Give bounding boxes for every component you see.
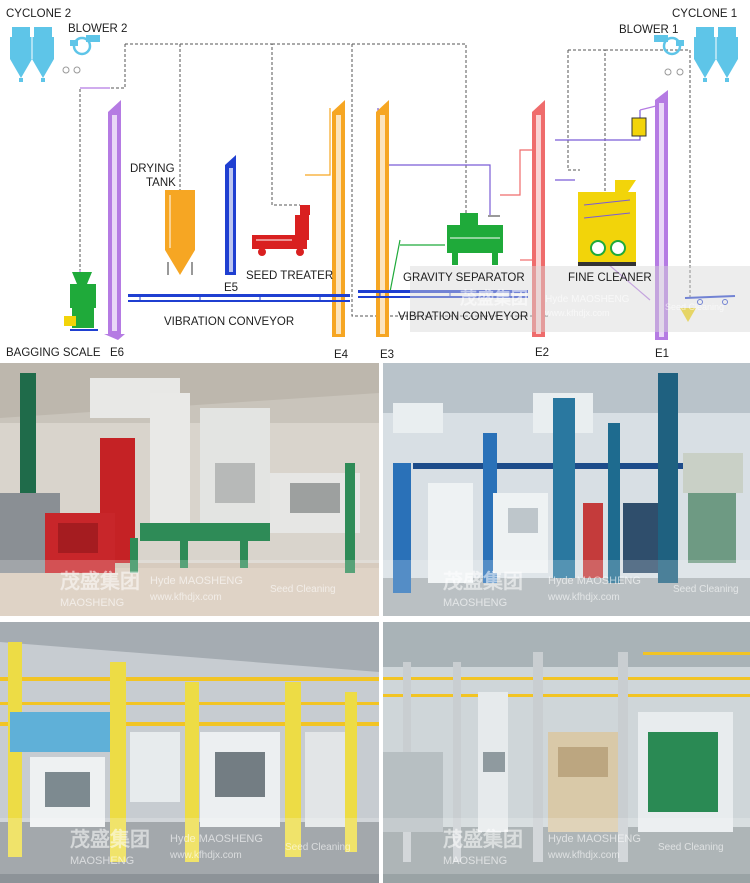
label-blower-1: BLOWER 1 [619, 24, 678, 36]
label-e6: E6 [110, 347, 124, 359]
photo-watermark-4: 茂盛集团 MAOSHENG Hyde MAOSHENG www.kfhdjx.c… [383, 818, 750, 874]
photo-watermark-1: 茂盛集团 MAOSHENG Hyde MAOSHENG www.kfhdjx.c… [0, 560, 379, 616]
svg-text:Seed Cleaning: Seed Cleaning [270, 584, 336, 595]
label-blower-2: BLOWER 2 [68, 23, 127, 35]
svg-text:www.kfhdjx.com: www.kfhdjx.com [169, 850, 242, 861]
label-cyclone-1: CYCLONE 1 [672, 8, 737, 20]
drying-tank [165, 190, 195, 275]
svg-text:www.kfhdjx.com: www.kfhdjx.com [547, 850, 620, 861]
svg-text:茂盛集团: 茂盛集团 [60, 569, 140, 593]
cyclone-1 [694, 27, 738, 82]
svg-text:www.kfhdjx.com: www.kfhdjx.com [544, 308, 610, 318]
svg-text:茂盛集团: 茂盛集团 [443, 569, 523, 593]
label-seed-treater: SEED TREATER [246, 270, 333, 282]
elevator-e4 [332, 100, 345, 337]
label-gravity-separator: GRAVITY SEPARATOR [403, 272, 525, 284]
svg-text:Seed Cleaning: Seed Cleaning [658, 842, 724, 853]
gravity-separator [447, 213, 503, 265]
blower-1 [654, 35, 684, 76]
elevator-e5 [225, 155, 236, 275]
svg-text:MAOSHENG: MAOSHENG [443, 855, 507, 867]
svg-text:茂盛集团: 茂盛集团 [70, 827, 150, 851]
svg-text:MAOSHENG: MAOSHENG [70, 855, 134, 867]
blower-2 [62, 35, 100, 74]
svg-text:Seed Cleaning: Seed Cleaning [673, 584, 739, 595]
elevator-e3 [376, 100, 389, 337]
fine-cleaner [578, 117, 647, 266]
photo-plant-1 [0, 363, 379, 616]
seed-treater [252, 205, 310, 256]
svg-text:茂盛集团: 茂盛集团 [460, 288, 528, 309]
label-drying-tank: DRYING [130, 163, 175, 175]
label-fine-cleaner: FINE CLEANER [568, 272, 652, 284]
elevator-e1 [655, 90, 668, 340]
svg-text:Seed Cleaning: Seed Cleaning [285, 842, 351, 853]
label-e2: E2 [535, 347, 549, 359]
seed-processing-line-diagram: 茂盛集团 Hyde MAOSHENG www.kfhdjx.com Seed C… [6, 8, 750, 361]
elevator-e6 [104, 100, 125, 340]
label-bagging-scale: BAGGING SCALE [6, 347, 101, 359]
svg-text:MAOSHENG: MAOSHENG [60, 597, 124, 609]
vibration-conveyor-right [358, 290, 528, 298]
svg-text:Hyde MAOSHENG: Hyde MAOSHENG [170, 833, 263, 845]
svg-text:Hyde MAOSHENG: Hyde MAOSHENG [150, 575, 243, 587]
photo-watermark-2: 茂盛集团 MAOSHENG Hyde MAOSHENG www.kfhdjx.c… [383, 560, 750, 616]
label-drying-tank-2: TANK [146, 177, 176, 189]
cyclone-2 [10, 27, 54, 82]
air-duct-lines [79, 43, 691, 317]
label-e1: E1 [655, 348, 669, 360]
label-e3: E3 [380, 349, 394, 361]
label-vibration-conveyor-left: VIBRATION CONVEYOR [164, 316, 294, 328]
photo-plant-2 [383, 363, 750, 616]
svg-text:Hyde MAOSHENG: Hyde MAOSHENG [548, 833, 641, 845]
photo-plant-3 [0, 622, 379, 883]
photo-plant-4 [383, 622, 750, 883]
elevator-e2 [532, 100, 545, 337]
svg-text:Hyde MAOSHENG: Hyde MAOSHENG [548, 575, 641, 587]
diagram-watermark: 茂盛集团 Hyde MAOSHENG www.kfhdjx.com Seed C… [410, 266, 750, 332]
label-e5: E5 [224, 282, 238, 294]
vibration-conveyor-left [128, 294, 350, 302]
label-e4: E4 [334, 349, 349, 361]
photo-watermark-3: 茂盛集团 MAOSHENG Hyde MAOSHENG www.kfhdjx.c… [0, 818, 379, 874]
bagging-scale [64, 272, 98, 331]
svg-text:Seed Cleaning: Seed Cleaning [665, 302, 724, 312]
svg-text:www.kfhdjx.com: www.kfhdjx.com [547, 592, 620, 603]
svg-text:茂盛集团: 茂盛集团 [443, 827, 523, 851]
label-vibration-conveyor-right: VIBRATION CONVEYOR [398, 311, 528, 323]
svg-text:Hyde MAOSHENG: Hyde MAOSHENG [545, 294, 630, 305]
feed-conveyor [680, 295, 736, 322]
svg-text:www.kfhdjx.com: www.kfhdjx.com [149, 592, 222, 603]
svg-text:MAOSHENG: MAOSHENG [443, 597, 507, 609]
label-cyclone-2: CYCLONE 2 [6, 8, 71, 20]
